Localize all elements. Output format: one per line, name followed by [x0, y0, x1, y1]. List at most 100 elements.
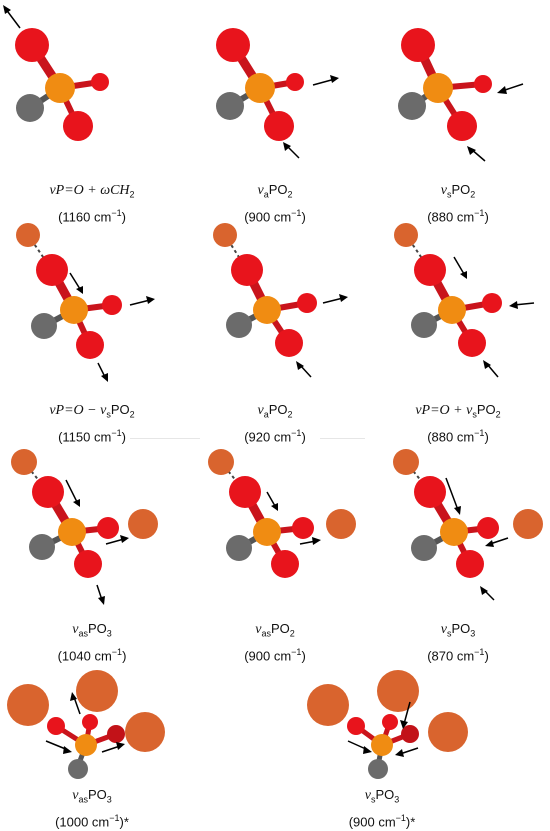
oxygen-atom	[97, 517, 119, 539]
mode-panel-2: νaPO2 (900 cm−1)	[183, 0, 366, 224]
mode-label-4: νP=O − νsPO2 (1150 cm−1)	[49, 402, 135, 444]
molecule-diagram-9	[393, 449, 543, 601]
molecule-diagram-2	[216, 28, 339, 159]
metal-atom	[513, 509, 543, 539]
mode-panel-3: νsPO2 (880 cm−1)	[366, 0, 550, 224]
mode-panel-6: νP=O + νsPO2 (880 cm−1)	[366, 215, 550, 444]
displacement-arrow	[489, 537, 509, 545]
carbon-atom	[411, 312, 437, 338]
mode-panel-11: νsPO3 (900 cm−1)*	[290, 662, 473, 829]
metal-atom	[208, 449, 234, 475]
divider	[130, 438, 200, 439]
molecule-diagram-1	[3, 5, 109, 141]
mode-label-3: νsPO2 (880 cm−1)	[427, 182, 489, 224]
molecule-diagram-4	[16, 223, 155, 382]
carbon-atom	[16, 94, 44, 122]
oxygen-atom	[292, 517, 314, 539]
phosphorus-atom	[60, 296, 88, 324]
mode-panel-10: νasPO3 (1000 cm−1)*	[0, 662, 183, 829]
mode-label-10: νasPO3 (1000 cm−1)*	[55, 787, 129, 829]
phosphorus-atom	[253, 296, 281, 324]
mode-label-6: νP=O + νsPO2 (880 cm−1)	[415, 402, 501, 444]
metal-atom	[326, 509, 356, 539]
carbon-atom	[226, 535, 252, 561]
displacement-arrow	[105, 538, 125, 545]
displacement-arrow	[266, 491, 276, 507]
oxygen-atom	[74, 550, 102, 578]
carbon-atom	[68, 759, 88, 779]
oxygen-atom	[474, 75, 492, 93]
metal-atom	[393, 449, 419, 475]
mode-label-5: νaPO2 (920 cm−1)	[244, 402, 306, 444]
metal-atom	[213, 223, 237, 247]
displacement-arrow	[445, 477, 459, 511]
oxygen-atom	[401, 725, 419, 743]
phosphorus-atom	[75, 734, 97, 756]
oxygen-atom	[458, 329, 486, 357]
carbon-atom	[368, 759, 388, 779]
displacement-arrow	[97, 362, 106, 378]
metal-atom	[7, 684, 49, 726]
oxygen-atom	[401, 28, 435, 62]
phosphorus-atom	[423, 73, 453, 103]
phosphorus-atom	[371, 734, 393, 756]
metal-atom	[16, 223, 40, 247]
oxygen-atom	[414, 254, 446, 286]
oxygen-atom	[32, 476, 64, 508]
carbon-atom	[226, 312, 252, 338]
oxygen-atom	[15, 28, 49, 62]
displacement-arrow	[403, 701, 411, 725]
metal-atom	[76, 670, 118, 712]
oxygen-atom	[271, 550, 299, 578]
displacement-arrow	[73, 696, 81, 715]
displacement-arrow	[65, 479, 78, 503]
oxygen-atom	[347, 717, 365, 735]
phosphorus-atom	[440, 518, 468, 546]
oxygen-atom	[382, 714, 398, 730]
metal-atom	[307, 684, 349, 726]
arrow-head	[3, 5, 11, 14]
oxygen-atom	[107, 725, 125, 743]
displacement-arrow	[69, 272, 81, 290]
oxygen-atom	[456, 550, 484, 578]
mode-label-9: νsPO3 (870 cm−1)	[427, 621, 489, 663]
oxygen-atom	[102, 295, 122, 315]
mode-panel-8: νasPO2 (900 cm−1)	[183, 440, 366, 663]
mode-panel-4: νP=O − νsPO2 (1150 cm−1)	[0, 215, 183, 444]
mode-panel-1: νP=O + ωCH2 (1160 cm−1)	[0, 0, 183, 224]
oxygen-atom	[477, 517, 499, 539]
displacement-arrow	[129, 299, 151, 306]
oxygen-atom	[414, 476, 446, 508]
oxygen-atom	[447, 111, 477, 141]
phosphorus-atom	[45, 73, 75, 103]
divider	[320, 438, 365, 439]
mode-panel-5: νaPO2 (920 cm−1)	[183, 215, 366, 444]
oxygen-atom	[231, 254, 263, 286]
oxygen-atom	[275, 329, 303, 357]
metal-atom	[11, 449, 37, 475]
metal-atom	[377, 670, 419, 712]
oxygen-atom	[286, 73, 304, 91]
metal-atom	[428, 712, 468, 752]
oxygen-atom	[482, 293, 502, 313]
metal-atom	[125, 712, 165, 752]
displacement-arrow	[453, 256, 465, 275]
metal-atom	[394, 223, 418, 247]
oxygen-atom	[229, 476, 261, 508]
mode-label-7: νasPO3 (1040 cm−1)	[57, 621, 127, 663]
oxygen-atom	[47, 717, 65, 735]
molecule-diagram-8	[208, 449, 356, 578]
metal-atom	[128, 509, 158, 539]
molecule-diagram-10	[7, 670, 165, 779]
carbon-atom	[31, 313, 57, 339]
mode-panel-7: νasPO3 (1040 cm−1)	[0, 440, 183, 663]
carbon-atom	[411, 535, 437, 561]
oxygen-atom	[36, 254, 68, 286]
molecule-diagram-5	[213, 223, 348, 378]
phosphorus-atom	[253, 518, 281, 546]
oxygen-atom	[91, 73, 109, 91]
oxygen-atom	[264, 111, 294, 141]
mode-label-8: νasPO2 (900 cm−1)	[244, 621, 306, 663]
molecule-diagram-11	[307, 670, 468, 779]
oxygen-atom	[216, 28, 250, 62]
